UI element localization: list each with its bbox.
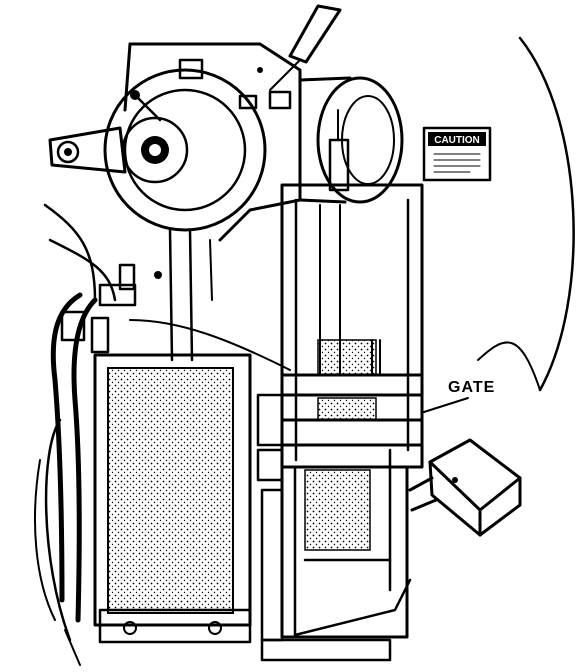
- lower-guard: [260, 448, 412, 662]
- gate-label: GATE: [448, 379, 495, 396]
- air-hoses: [43, 203, 291, 623]
- crank-assembly: [48, 58, 292, 232]
- gate-callout: GATE: [423, 379, 495, 413]
- caution-sign-label: CAUTION: [434, 135, 480, 146]
- press-frame: [34, 42, 302, 666]
- flywheel-hub: [298, 76, 404, 204]
- gate-frame: [280, 109, 424, 469]
- mounting-rail: [256, 393, 284, 642]
- side-guard: [93, 353, 252, 644]
- caution-sign: CAUTION: [422, 126, 492, 182]
- flywheel-arc: [477, 36, 575, 392]
- control-box: [408, 438, 522, 537]
